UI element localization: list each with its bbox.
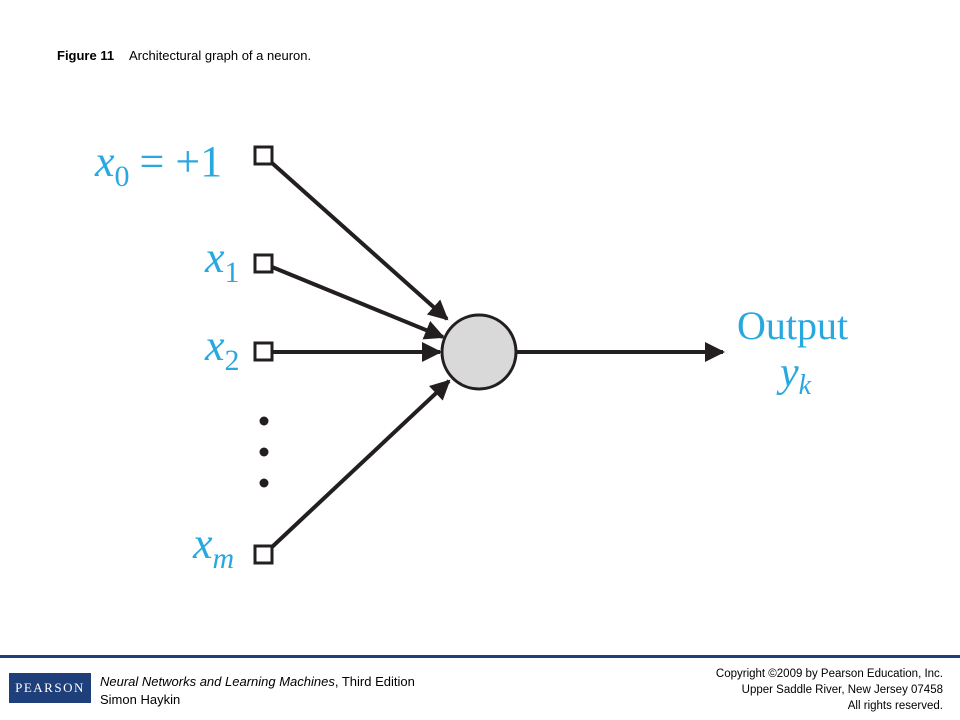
publisher-logo: PEARSON [9, 673, 91, 703]
input-link-x0 [270, 161, 449, 321]
input-link-xm [270, 379, 451, 549]
input-node-xm [253, 544, 274, 565]
copyright-line: All rights reserved. [847, 700, 943, 712]
input-link-x1 [271, 265, 445, 340]
footer-divider [0, 655, 960, 658]
input-node-x1 [253, 253, 274, 274]
figure-label: Figure 11 [57, 48, 115, 63]
neuron-node [440, 313, 518, 391]
input-label-x1: x1 [204, 233, 240, 289]
output-variable: yk [776, 350, 812, 401]
copyright-line: Upper Saddle River, New Jersey 07458 [741, 684, 943, 696]
output-label: Output [737, 303, 848, 348]
book-info: Neural Networks and Learning Machines, T… [100, 673, 415, 709]
figure-caption: Figure 11 Architectural graph of a neuro… [57, 48, 311, 63]
input-label-xm: xm [192, 519, 234, 575]
input-label-x0: x0= +1 [94, 137, 222, 193]
book-author: Simon Haykin [100, 692, 181, 707]
input-node-x0 [253, 145, 274, 166]
book-edition: , Third Edition [334, 674, 415, 689]
book-title-line: Neural Networks and Learning Machines, T… [100, 673, 415, 691]
book-title: Neural Networks and Learning Machines [100, 674, 335, 689]
ellipsis-dot [259, 416, 269, 426]
input-label-x2: x2 [204, 321, 240, 377]
ellipsis-dot [259, 447, 269, 457]
neuron-diagram: x0= +1 x1 x2 xm Output yk [94, 137, 848, 575]
input-node-x2 [253, 341, 274, 362]
ellipsis-dot [259, 478, 269, 488]
copyright-line: Copyright ©2009 by Pearson Education, In… [715, 668, 943, 680]
figure-title: Architectural graph of a neuron. [128, 48, 312, 63]
copyright-notice: Copyright ©2009 by Pearson Education, In… [716, 666, 943, 714]
